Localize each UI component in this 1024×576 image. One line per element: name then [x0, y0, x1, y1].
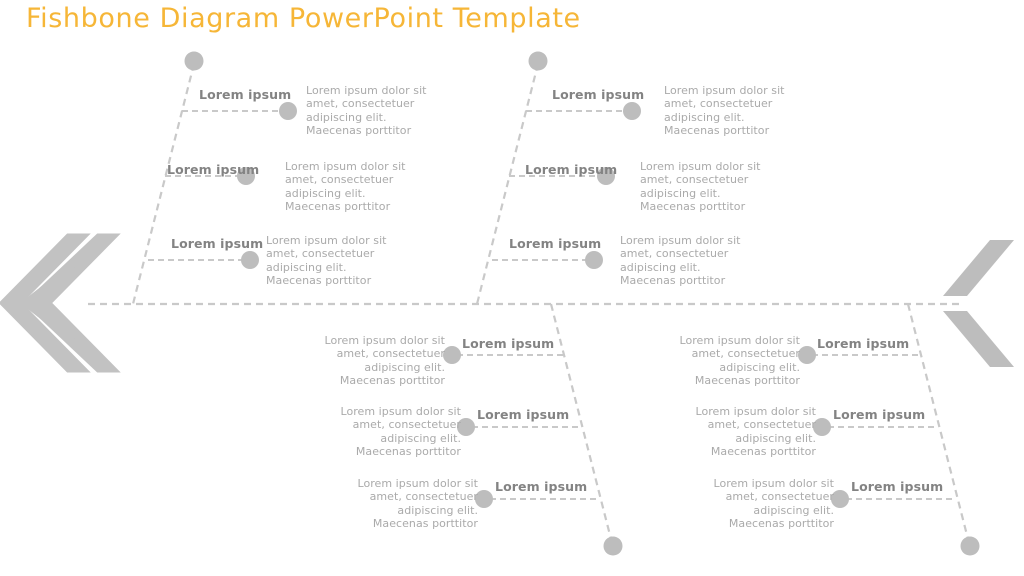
branch-spine-top-right	[475, 63, 540, 305]
rib-node-top-right-2	[597, 167, 615, 185]
branch-node-bottom-left	[603, 536, 623, 556]
branch-body-bottom-left-1: Lorem ipsum dolor sit amet, consectetuer…	[324, 334, 445, 388]
branch-label-top-left-3[interactable]: Lorem ipsum	[171, 236, 264, 251]
branch-bottom-left	[443, 303, 623, 556]
branch-spine-bottom-left	[549, 303, 614, 544]
branch-body-top-left-3: Lorem ipsum dolor sit amet, consectetuer…	[266, 234, 387, 288]
branch-body-bottom-right-1: Lorem ipsum dolor sit amet, consectetuer…	[679, 334, 800, 388]
rib-node-top-left-3	[241, 251, 259, 269]
branch-node-top-right	[528, 51, 548, 71]
tail-arrow-chevron-left-solid-icon	[943, 240, 1014, 367]
branch-body-bottom-left-3: Lorem ipsum dolor sit amet, consectetuer…	[357, 477, 478, 531]
rib-node-bottom-right-2	[813, 418, 831, 436]
branch-label-top-right-1[interactable]: Lorem ipsum	[552, 87, 645, 102]
branch-spine-bottom-right	[906, 303, 971, 544]
branch-label-bottom-left-3[interactable]: Lorem ipsum	[495, 479, 588, 494]
branch-label-bottom-left-1[interactable]: Lorem ipsum	[462, 336, 555, 351]
branch-body-top-left-2: Lorem ipsum dolor sit amet, consectetuer…	[285, 160, 406, 214]
branch-label-bottom-right-3[interactable]: Lorem ipsum	[851, 479, 944, 494]
branch-body-bottom-right-2: Lorem ipsum dolor sit amet, consectetuer…	[695, 405, 816, 459]
branch-label-bottom-right-2[interactable]: Lorem ipsum	[833, 407, 926, 422]
rib-node-bottom-left-1	[443, 346, 461, 364]
rib-node-bottom-right-1	[798, 346, 816, 364]
page-title: Fishbone Diagram PowerPoint Template	[26, 3, 581, 34]
branch-body-top-left-1: Lorem ipsum dolor sit amet, consectetuer…	[306, 84, 427, 138]
rib-node-bottom-left-2	[457, 418, 475, 436]
branch-top-left	[131, 51, 297, 305]
branch-label-top-left-1[interactable]: Lorem ipsum	[199, 87, 292, 102]
branch-body-bottom-right-3: Lorem ipsum dolor sit amet, consectetuer…	[713, 477, 834, 531]
branch-body-top-right-1: Lorem ipsum dolor sit amet, consectetuer…	[664, 84, 785, 138]
branch-body-bottom-left-2: Lorem ipsum dolor sit amet, consectetuer…	[340, 405, 461, 459]
branch-top-right	[475, 51, 641, 305]
head-arrow-double-chevron-left-outline-icon	[0, 233, 121, 373]
branch-body-top-right-2: Lorem ipsum dolor sit amet, consectetuer…	[640, 160, 761, 214]
branch-spine-top-left	[131, 63, 196, 305]
branch-node-top-left	[184, 51, 204, 71]
branch-node-bottom-right	[960, 536, 980, 556]
rib-node-top-left-2	[237, 167, 255, 185]
branch-label-top-right-2[interactable]: Lorem ipsum	[525, 162, 618, 177]
rib-node-top-left-1	[279, 102, 297, 120]
branch-label-bottom-right-1[interactable]: Lorem ipsum	[817, 336, 910, 351]
branch-label-bottom-left-2[interactable]: Lorem ipsum	[477, 407, 570, 422]
branch-label-top-right-3[interactable]: Lorem ipsum	[509, 236, 602, 251]
branch-label-top-left-2[interactable]: Lorem ipsum	[167, 162, 260, 177]
rib-node-bottom-left-3	[475, 490, 493, 508]
rib-node-top-right-3	[585, 251, 603, 269]
branch-bottom-right	[798, 303, 980, 556]
branch-body-top-right-3: Lorem ipsum dolor sit amet, consectetuer…	[620, 234, 741, 288]
rib-node-top-right-1	[623, 102, 641, 120]
rib-node-bottom-right-3	[831, 490, 849, 508]
